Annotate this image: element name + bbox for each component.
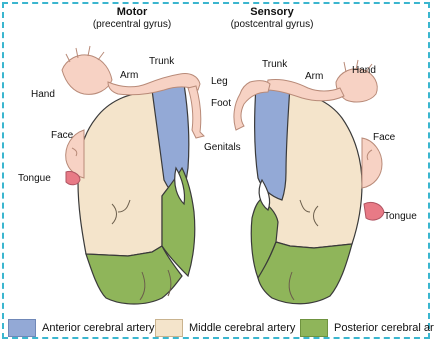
motor-label-trunk: Trunk xyxy=(149,56,175,67)
legend-label-middle: Middle cerebral artery xyxy=(189,322,295,334)
legend: Anterior cerebral artery Middle cerebral… xyxy=(8,318,426,338)
sensory-label-foot: Foot xyxy=(211,98,231,109)
sensory-hemisphere xyxy=(251,86,362,304)
legend-label-posterior: Posterior cerebral artery xyxy=(334,322,434,334)
motor-label-tongue: Tongue xyxy=(18,173,51,184)
motor-hemisphere xyxy=(78,84,195,304)
sensory-label-tongue: Tongue xyxy=(384,211,417,222)
motor-label-face: Face xyxy=(51,130,74,141)
sensory-label-hand: Hand xyxy=(352,65,376,76)
sensory-label-genitals: Genitals xyxy=(204,142,241,153)
sensory-tongue xyxy=(364,202,384,220)
sensory-subtitle: (postcentral gyrus) xyxy=(231,19,314,30)
sensory-anterior-cerebral-region xyxy=(255,86,290,200)
legend-swatch-anterior xyxy=(8,319,36,337)
motor-subtitle: (precentral gyrus) xyxy=(93,19,171,30)
legend-item-anterior: Anterior cerebral artery xyxy=(8,318,155,338)
motor-label-hand: Hand xyxy=(31,89,55,100)
legend-item-posterior: Posterior cerebral artery xyxy=(300,318,434,338)
motor-title: Motor xyxy=(117,6,148,18)
legend-swatch-middle xyxy=(155,319,183,337)
legend-item-middle: Middle cerebral artery xyxy=(155,318,295,338)
legend-swatch-posterior xyxy=(300,319,328,337)
sensory-label-trunk: Trunk xyxy=(262,59,288,70)
sensory-title: Sensory xyxy=(250,6,294,18)
motor-posterior-cerebral-region-bottom xyxy=(86,246,182,304)
legend-label-anterior: Anterior cerebral artery xyxy=(42,322,155,334)
motor-label-arm: Arm xyxy=(120,70,138,81)
sensory-label-face: Face xyxy=(373,132,396,143)
sensory-label-leg: Leg xyxy=(211,76,228,87)
sensory-posterior-cerebral-region-bottom xyxy=(258,242,352,304)
sensory-label-arm: Arm xyxy=(305,71,323,82)
